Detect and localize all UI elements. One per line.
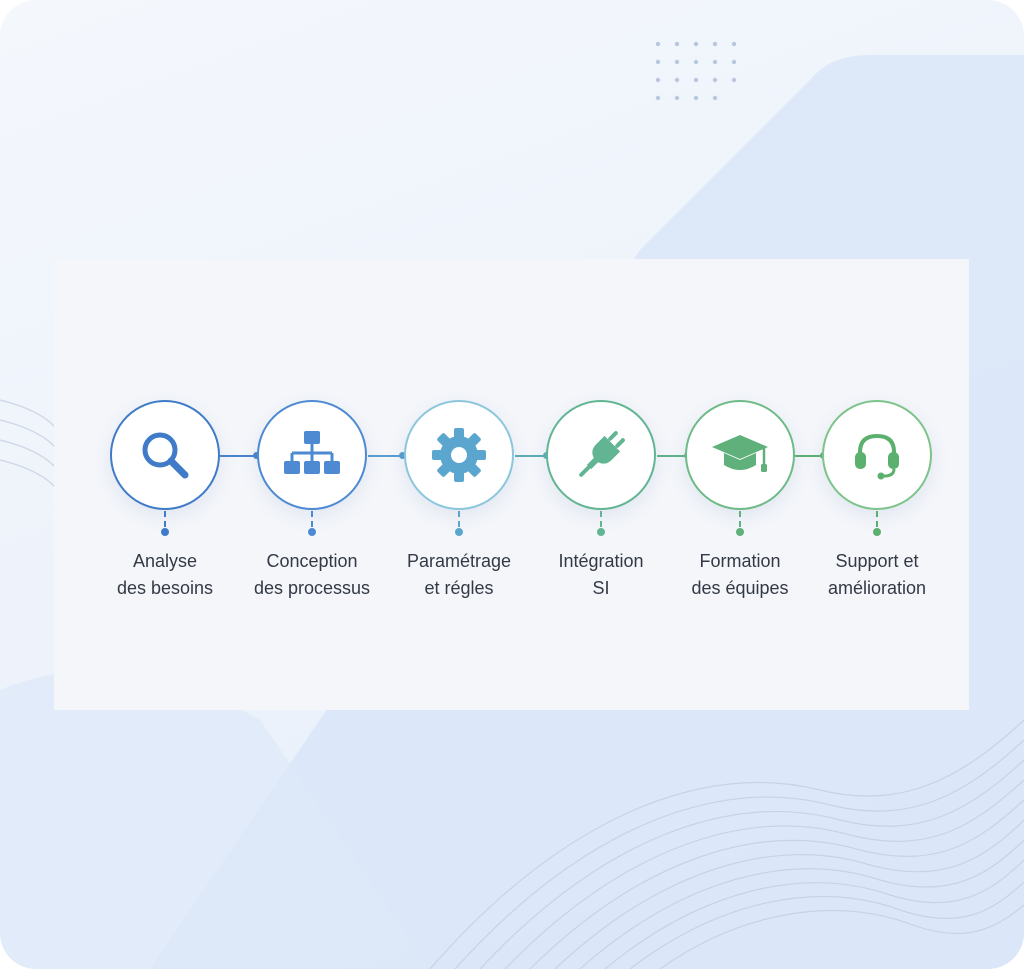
step-stem-dot bbox=[873, 528, 881, 536]
step-label: Intégration SI bbox=[516, 548, 686, 602]
connector-1-2 bbox=[220, 455, 256, 457]
connector-dot bbox=[399, 452, 406, 459]
step-stem-dot bbox=[455, 528, 463, 536]
step-label-line2: des processus bbox=[253, 578, 371, 598]
step-circle bbox=[546, 400, 656, 510]
step-circle bbox=[685, 400, 795, 510]
step-circle bbox=[404, 400, 514, 510]
step-circle bbox=[822, 400, 932, 510]
connector-2-3 bbox=[368, 455, 404, 457]
gear-icon bbox=[432, 428, 486, 482]
step-label-line1: Analyse bbox=[132, 551, 198, 571]
process-panel: Analyse des besoins bbox=[54, 259, 969, 710]
step-label-line1: Formation bbox=[699, 551, 781, 571]
step-stem bbox=[311, 511, 313, 527]
graduation-cap-icon bbox=[712, 435, 768, 472]
step-stem bbox=[739, 511, 741, 527]
step-label-line2: SI bbox=[592, 578, 610, 598]
step-stem-dot bbox=[597, 528, 605, 536]
connector-dot bbox=[253, 452, 260, 459]
step-stem-dot bbox=[308, 528, 316, 536]
step-stem bbox=[876, 511, 878, 527]
step-label-line2: des équipes bbox=[691, 578, 789, 598]
connector-3-4 bbox=[515, 455, 547, 457]
wave-lines bbox=[0, 399, 1024, 969]
step-label: Analyse des besoins bbox=[80, 548, 250, 602]
headset-icon bbox=[855, 433, 899, 480]
step-label-line2: et régles bbox=[424, 578, 494, 598]
step-label-line2: des besoins bbox=[116, 578, 214, 598]
step-stem bbox=[164, 511, 166, 527]
magnifier-icon bbox=[142, 432, 189, 479]
step-label: Formation des équipes bbox=[655, 548, 825, 602]
step-label-line1: Paramétrage bbox=[406, 551, 512, 571]
dot-grid bbox=[655, 41, 737, 101]
step-stem-dot bbox=[736, 528, 744, 536]
connector-5-6 bbox=[795, 455, 825, 457]
step-label: Conception des processus bbox=[227, 548, 397, 602]
step-label: Paramétrage et régles bbox=[374, 548, 544, 602]
step-circle bbox=[257, 400, 367, 510]
plug-icon bbox=[579, 431, 625, 477]
step-label: Support et amélioration bbox=[792, 548, 962, 602]
connector-4-5 bbox=[657, 455, 687, 457]
step-circle bbox=[110, 400, 220, 510]
step-label-line1: Support et bbox=[835, 551, 919, 571]
step-label-line2: amélioration bbox=[827, 578, 927, 598]
step-stem bbox=[458, 511, 460, 527]
step-label-line1: Intégration bbox=[558, 551, 644, 571]
step-stem bbox=[600, 511, 602, 527]
step-label-line1: Conception bbox=[266, 551, 358, 571]
hierarchy-icon bbox=[284, 431, 340, 474]
step-stem-dot bbox=[161, 528, 169, 536]
